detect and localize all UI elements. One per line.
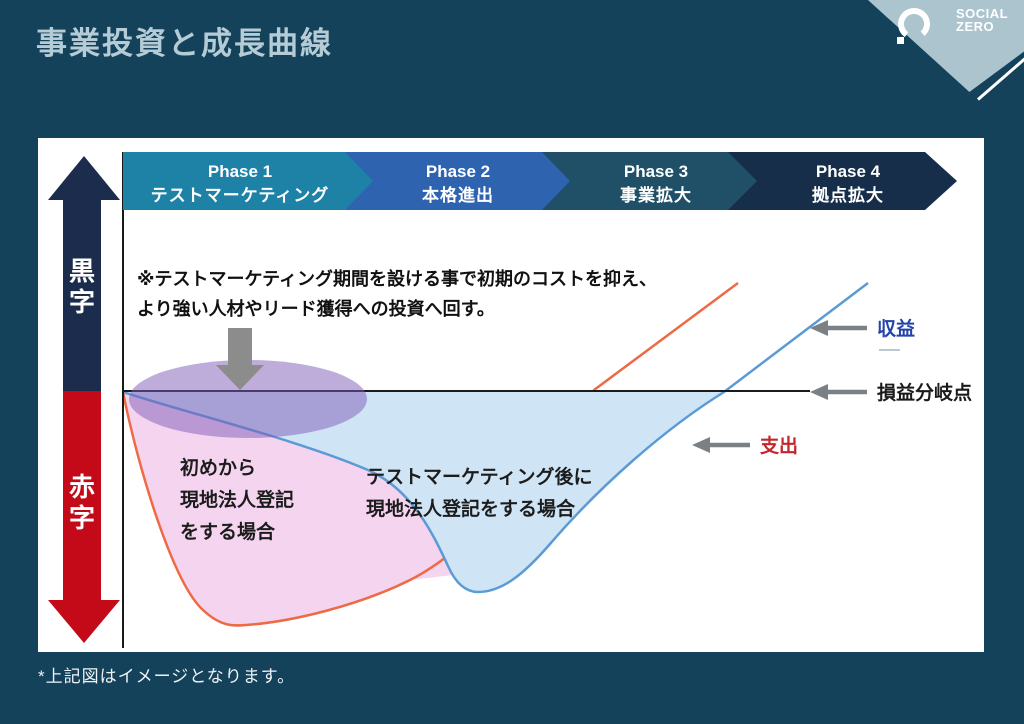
phase1-sublabel: テストマーケティング: [151, 185, 330, 205]
blue-area-label-line1: テストマーケティング後に: [366, 465, 592, 488]
break-even-arrow-icon: [810, 384, 828, 400]
annotation-line2: より強い人材やリード獲得への投資へ回す。: [137, 298, 495, 319]
break-even-label: 損益分岐点: [877, 381, 972, 404]
annotation-pointer-shaft: [228, 328, 252, 365]
annotation-line1: ※テストマーケティング期間を設ける事で初期のコストを抑え、: [137, 268, 657, 289]
loss-arrow-down: [48, 391, 120, 643]
expense-label: 支出: [759, 434, 798, 457]
phase4-label: Phase 4: [816, 162, 881, 181]
profit-arrow-up: [48, 156, 120, 391]
test-marketing-highlight-ellipse: [129, 360, 367, 438]
socialzero-logo-icon: [897, 8, 930, 44]
phase4-chevron: [728, 152, 957, 210]
logo-text-line1: SOCIAL: [956, 6, 1009, 21]
blue-loss-area: [123, 392, 724, 592]
phase3-chevron: [542, 152, 757, 210]
blue-area-label-line2: 現地法人登記をする場合: [366, 497, 576, 520]
phase3-sublabel: 事業拡大: [620, 185, 692, 205]
page-title: 事業投資と成長曲線: [36, 26, 333, 61]
revenue-label: 収益: [877, 317, 915, 340]
pink-area-label-line3: をする場合: [180, 520, 276, 543]
logo-ring: [898, 8, 930, 40]
phase4-sublabel: 拠点拡大: [812, 185, 884, 205]
annotation-pointer-arrow-icon: [216, 365, 264, 390]
logo-dot: [897, 37, 904, 44]
blue-case-curve: [122, 282, 869, 594]
expense-arrow-icon: [692, 437, 710, 453]
profit-axis-label: 黒字: [68, 256, 95, 317]
phase2-label: Phase 2: [426, 162, 490, 181]
logo-text-line2: ZERO: [956, 19, 995, 34]
phase2-sublabel: 本格進出: [422, 185, 494, 205]
loss-axis-label: 赤字: [68, 472, 95, 533]
logo-text: SOCIAL ZERO: [956, 7, 1008, 33]
phase3-label: Phase 3: [624, 162, 688, 181]
pink-loss-area: [123, 392, 453, 626]
phase1-chevron: [123, 152, 373, 210]
revenue-arrow-icon: [810, 320, 828, 336]
diagram-panel: Phase 1 テストマーケティング Phase 2 本格進出 Phase 3 …: [38, 138, 984, 652]
growth-curve-diagram: Phase 1 テストマーケティング Phase 2 本格進出 Phase 3 …: [48, 152, 972, 648]
phase2-chevron: [345, 152, 570, 210]
footnote: *上記図はイメージとなります。: [38, 667, 296, 686]
pink-area-label-line2: 現地法人登記: [180, 488, 294, 511]
pink-area-label-line1: 初めから: [180, 456, 256, 479]
phase1-label: Phase 1: [208, 162, 272, 181]
